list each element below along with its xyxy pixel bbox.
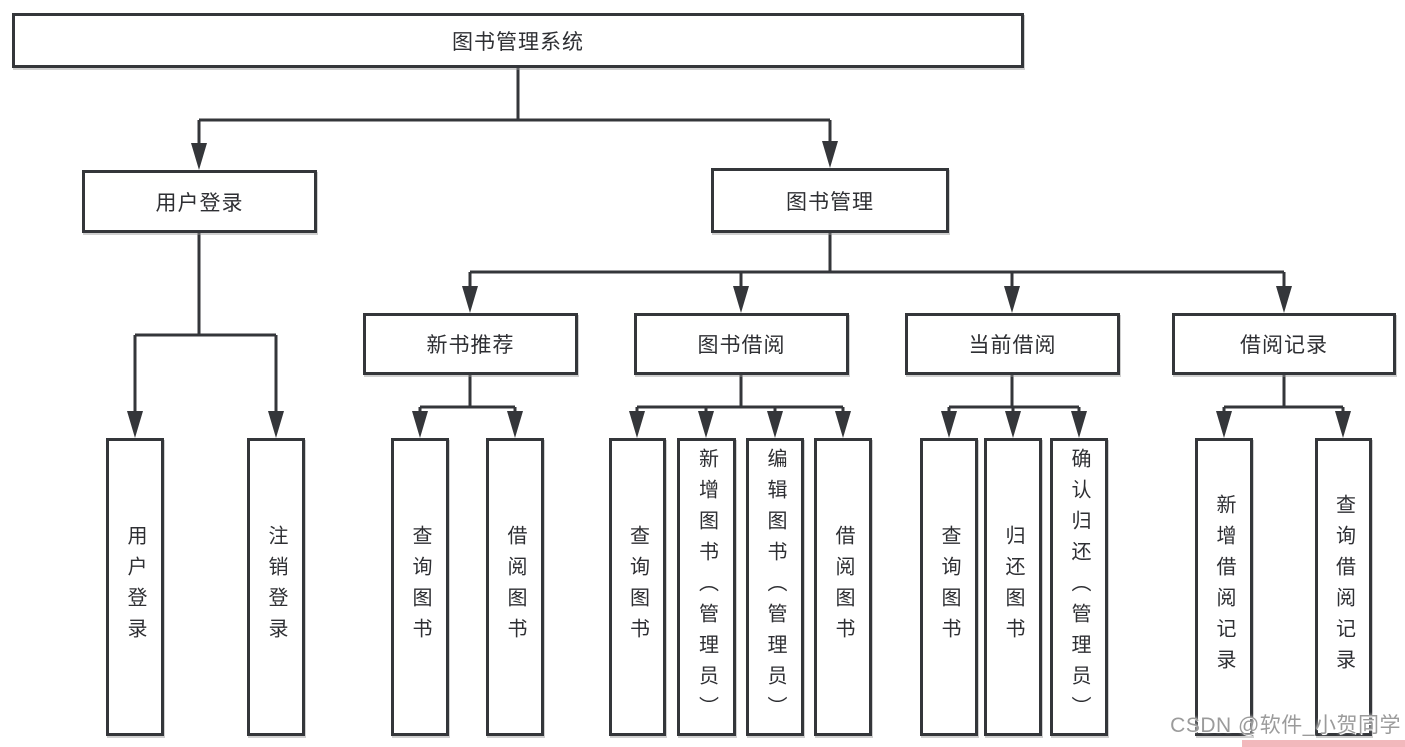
node-current-borrowing: 当前借阅: [905, 313, 1120, 375]
node-book-borrowing: 图书借阅: [634, 313, 849, 375]
node-book-management: 图书管理: [711, 168, 949, 233]
node-user-login: 用户登录: [82, 170, 317, 233]
node-leaf-bw-borrow-books: 借阅图书: [814, 438, 872, 736]
node-leaf-bw-edit-books-admin: 编辑图书（管理员）: [746, 438, 804, 736]
watermark-text: CSDN @软件_小贺同学: [1170, 714, 1401, 737]
node-leaf-bw-search-books: 查询图书: [609, 438, 666, 736]
node-leaf-rec-add-record: 新增借阅记录: [1195, 438, 1253, 736]
node-leaf-bw-add-books-admin: 新增图书（管理员）: [677, 438, 736, 736]
node-leaf-cur-search-books: 查询图书: [920, 438, 978, 736]
node-leaf-logout: 注销登录: [247, 438, 305, 736]
node-leaf-cur-return-books: 归还图书: [984, 438, 1042, 736]
node-leaf-cur-confirm-return-admin: 确认归还（管理员）: [1050, 438, 1108, 736]
node-leaf-nb-search-books: 查询图书: [391, 438, 449, 736]
node-new-book-recommend: 新书推荐: [363, 313, 578, 375]
watermark-accent-bar: [1242, 740, 1405, 747]
node-leaf-nb-borrow-books: 借阅图书: [486, 438, 544, 736]
node-root: 图书管理系统: [12, 13, 1024, 68]
node-leaf-user-login: 用户登录: [106, 438, 164, 736]
node-leaf-rec-search-record: 查询借阅记录: [1315, 438, 1372, 736]
node-borrowing-records: 借阅记录: [1172, 313, 1396, 375]
